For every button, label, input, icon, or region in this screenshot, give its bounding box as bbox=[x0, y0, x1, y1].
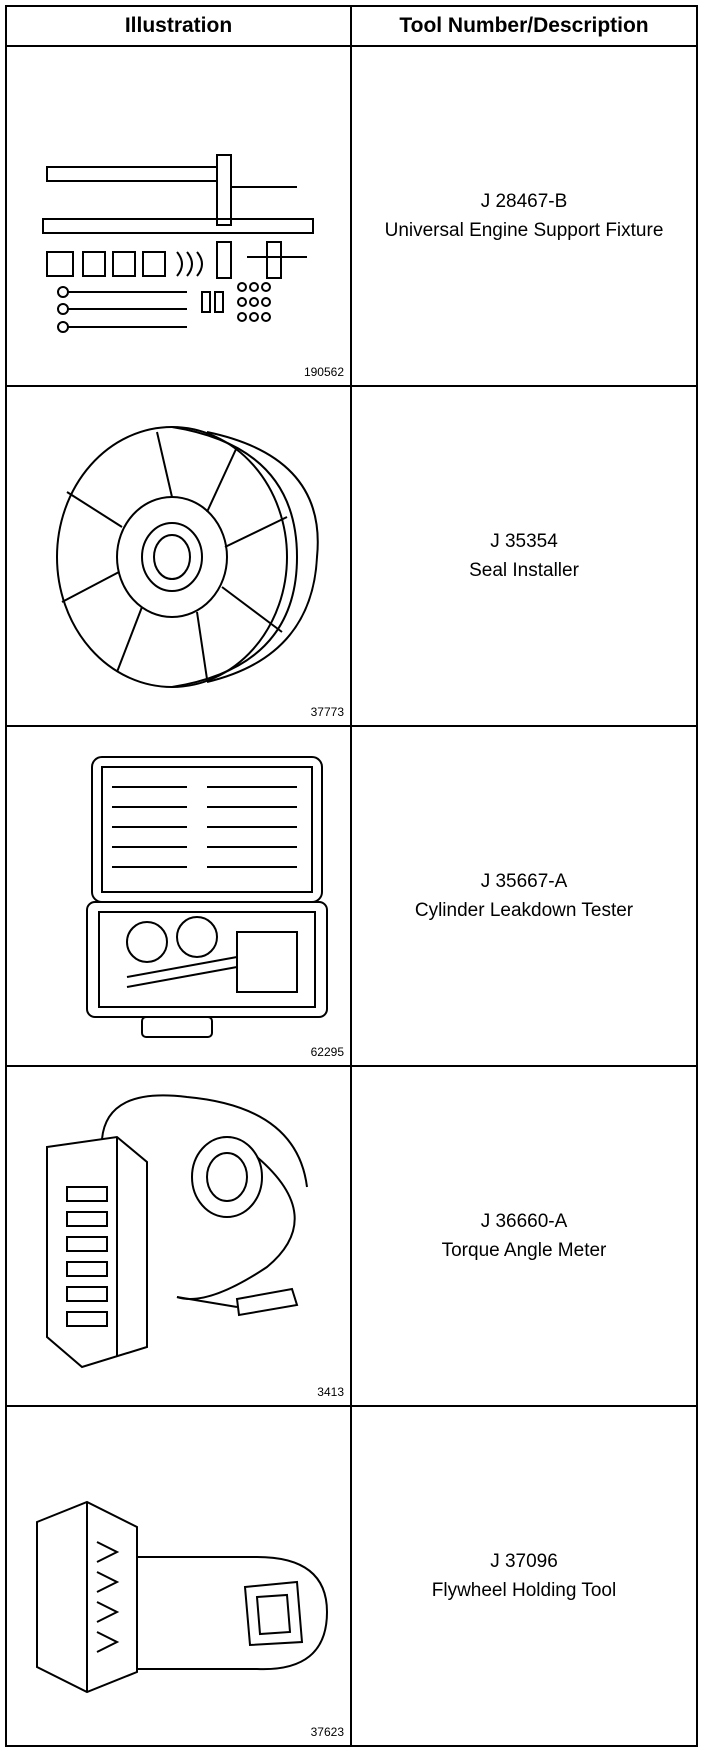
description-cell: J 35354 Seal Installer bbox=[352, 387, 696, 725]
illustration-cell: 37773 bbox=[7, 387, 352, 725]
tool-description: Torque Angle Meter bbox=[441, 1240, 607, 1261]
table-row: 62295 J 35667-A Cylinder Leakdown Tester bbox=[7, 727, 696, 1067]
header-illustration: Illustration bbox=[7, 7, 352, 45]
leakdown-tester-case-illustration bbox=[86, 756, 328, 1038]
tool-description: Universal Engine Support Fixture bbox=[384, 220, 664, 241]
figure-number: 190562 bbox=[303, 365, 344, 379]
table-header: Illustration Tool Number/Description bbox=[7, 7, 696, 47]
header-tool-number: Tool Number/Description bbox=[399, 14, 649, 37]
figure-number: 37773 bbox=[310, 705, 344, 719]
tool-number: J 28467-B bbox=[480, 191, 568, 212]
engine-support-fixture-illustration bbox=[42, 154, 314, 333]
table-row: 37623 J 37096 Flywheel Holding Tool bbox=[7, 1407, 696, 1745]
tool-description: Cylinder Leakdown Tester bbox=[414, 900, 634, 921]
tool-number: J 36660-A bbox=[480, 1211, 568, 1232]
table-row: 190562 J 28467-B Universal Engine Suppor… bbox=[7, 47, 696, 387]
figure-number: 62295 bbox=[310, 1045, 344, 1059]
description-cell: J 36660-A Torque Angle Meter bbox=[352, 1067, 696, 1405]
table-row: 37773 J 35354 Seal Installer bbox=[7, 387, 696, 727]
illustration-cell: 3413 bbox=[7, 1067, 352, 1405]
illustration-cell: 62295 bbox=[7, 727, 352, 1065]
tool-description: Seal Installer bbox=[469, 560, 579, 581]
illustration-cell: 37623 bbox=[7, 1407, 352, 1745]
figure-number: 3413 bbox=[317, 1385, 344, 1399]
description-cell: J 35667-A Cylinder Leakdown Tester bbox=[352, 727, 696, 1065]
table-row: 3413 J 36660-A Torque Angle Meter bbox=[7, 1067, 696, 1407]
flywheel-holding-tool-illustration bbox=[36, 1500, 329, 1694]
tool-number: J 35667-A bbox=[480, 871, 568, 892]
description-cell: J 28467-B Universal Engine Support Fixtu… bbox=[352, 47, 696, 385]
tool-table: Illustration Tool Number/Description bbox=[5, 5, 698, 1747]
description-cell: J 37096 Flywheel Holding Tool bbox=[352, 1407, 696, 1745]
seal-installer-illustration bbox=[56, 426, 319, 688]
tool-number: J 35354 bbox=[490, 531, 558, 552]
tool-number: J 37096 bbox=[490, 1551, 558, 1572]
tool-description: Flywheel Holding Tool bbox=[431, 1580, 617, 1601]
figure-number: 37623 bbox=[310, 1725, 344, 1739]
torque-angle-meter-illustration bbox=[46, 1094, 308, 1369]
illustration-cell: 190562 bbox=[7, 47, 352, 385]
